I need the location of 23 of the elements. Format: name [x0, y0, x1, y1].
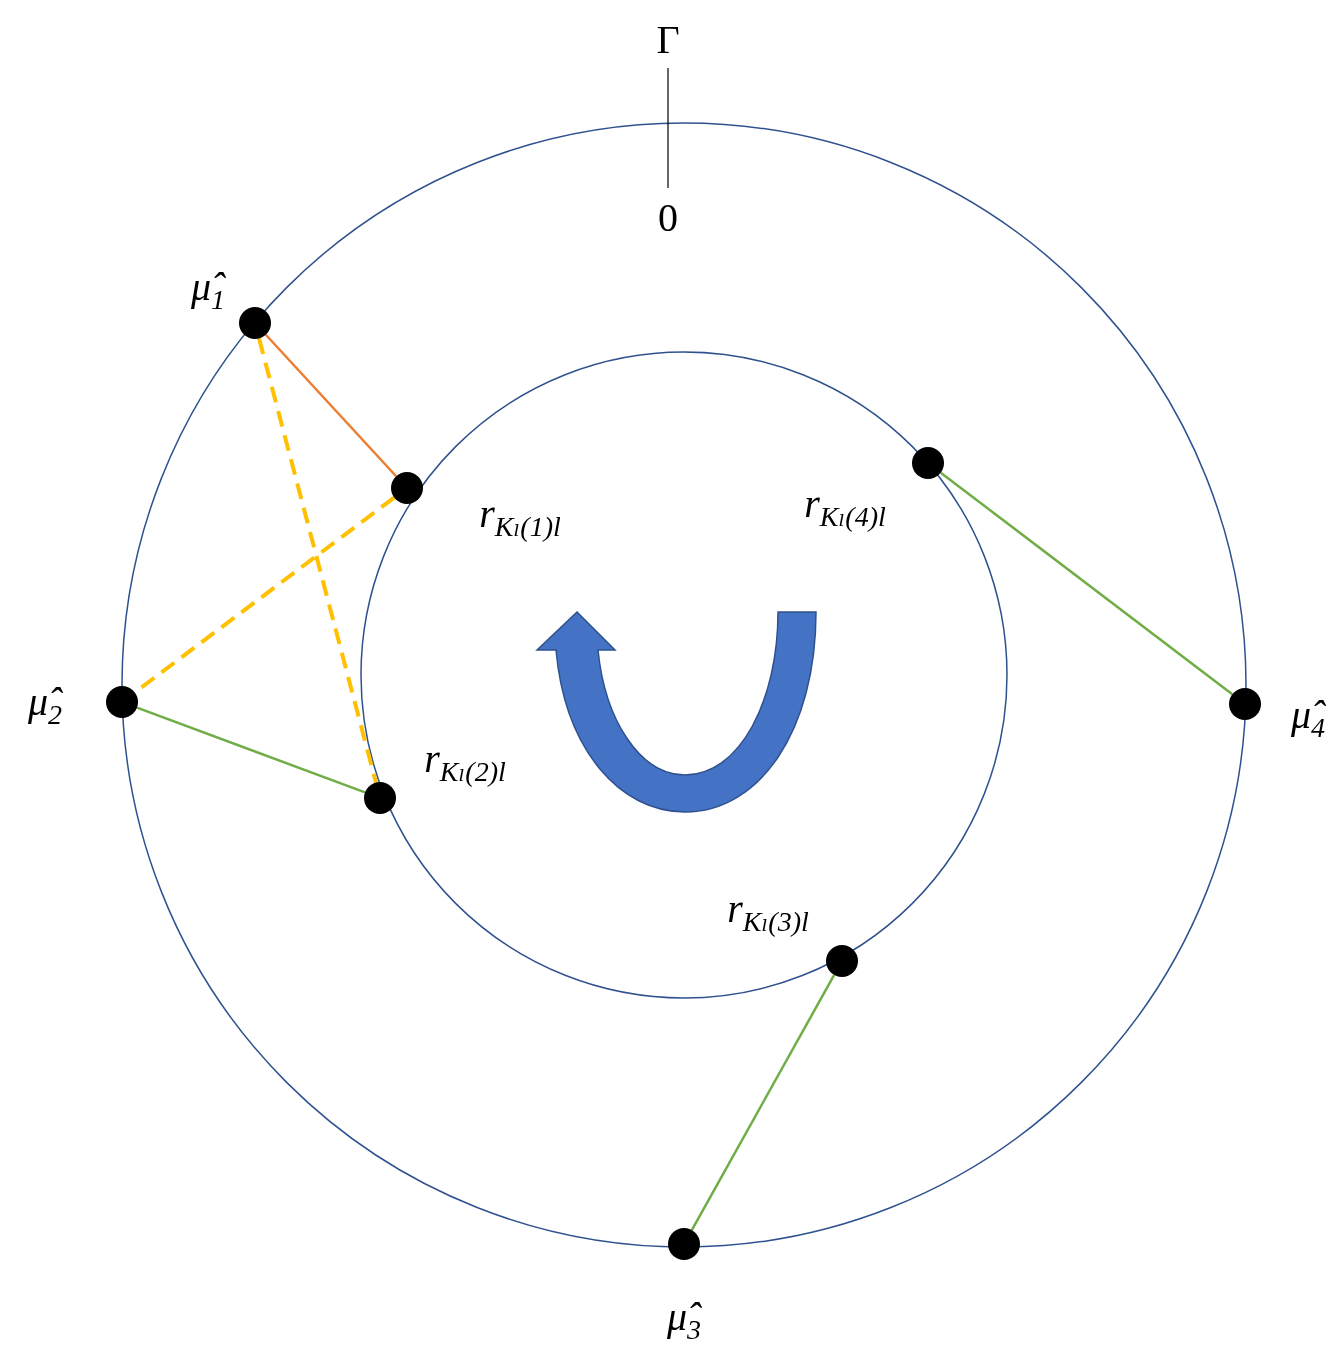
- zero-mark: 0: [658, 198, 678, 238]
- connector-line: [940, 471, 1233, 696]
- point-label: μ̂$_{4}$: [1290, 694, 1326, 742]
- point-label: μ̂$_{2}$: [27, 681, 63, 729]
- dashed-line: [257, 337, 378, 784]
- point-label: r$_{Kₗ(4)l}$: [804, 483, 886, 531]
- connector-line: [264, 333, 398, 478]
- point-marker: [364, 782, 396, 814]
- circle-label: Γ: [656, 20, 680, 60]
- point-label: r$_{Kₗ(1)l}$: [479, 493, 561, 541]
- point-marker: [668, 1228, 700, 1260]
- point-marker: [391, 472, 423, 504]
- point-marker: [1229, 688, 1261, 720]
- point-label: μ̂$_{1}$: [190, 266, 226, 314]
- point-marker: [826, 945, 858, 977]
- point-marker: [106, 686, 138, 718]
- point-label: μ̂$_{3}$: [666, 1296, 702, 1344]
- connector-line: [690, 974, 836, 1231]
- connector-line: [136, 706, 366, 794]
- point-label: r$_{Kₗ(3)l}$: [727, 888, 809, 936]
- point-label: r$_{Kₗ(2)l}$: [424, 738, 506, 786]
- point-marker: [912, 447, 944, 479]
- point-marker: [239, 307, 271, 339]
